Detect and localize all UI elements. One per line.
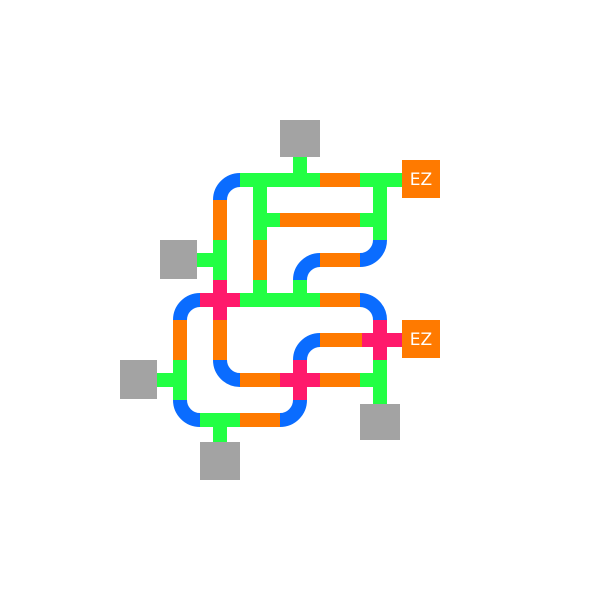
- source-block-top[interactable]: [280, 120, 320, 157]
- sources: [120, 120, 400, 480]
- pipe-elbow[interactable]: [279, 399, 307, 427]
- exit-label: EZ: [410, 170, 432, 190]
- pipe-elbow[interactable]: [213, 173, 241, 201]
- cross-junction[interactable]: [200, 280, 240, 320]
- cross-junction[interactable]: [280, 360, 320, 400]
- pipe-elbow[interactable]: [293, 253, 321, 281]
- pipe-elbow[interactable]: [359, 239, 387, 267]
- exit-block: [402, 160, 440, 198]
- exit-bottom[interactable]: EZ: [402, 320, 440, 358]
- pipe-elbow[interactable]: [173, 293, 201, 321]
- orange-pipes: [173, 173, 362, 427]
- pink-crosses: [200, 280, 402, 400]
- pipe-elbow[interactable]: [293, 333, 321, 361]
- source-block-left-upper[interactable]: [160, 240, 197, 279]
- pipe-elbow[interactable]: [173, 399, 201, 427]
- green-pipes: [157, 157, 402, 442]
- pipe-elbow[interactable]: [213, 359, 241, 387]
- exit-top[interactable]: EZ: [402, 160, 440, 198]
- source-block-bottom[interactable]: [200, 442, 240, 480]
- cross-junction[interactable]: [362, 320, 402, 360]
- source-block-left-lower[interactable]: [120, 360, 157, 399]
- source-block-right-lower[interactable]: [360, 404, 400, 440]
- exit-label: EZ: [410, 330, 432, 350]
- exit-block: [402, 320, 440, 358]
- blue-elbows: [173, 173, 387, 427]
- pipe-elbow[interactable]: [359, 293, 387, 321]
